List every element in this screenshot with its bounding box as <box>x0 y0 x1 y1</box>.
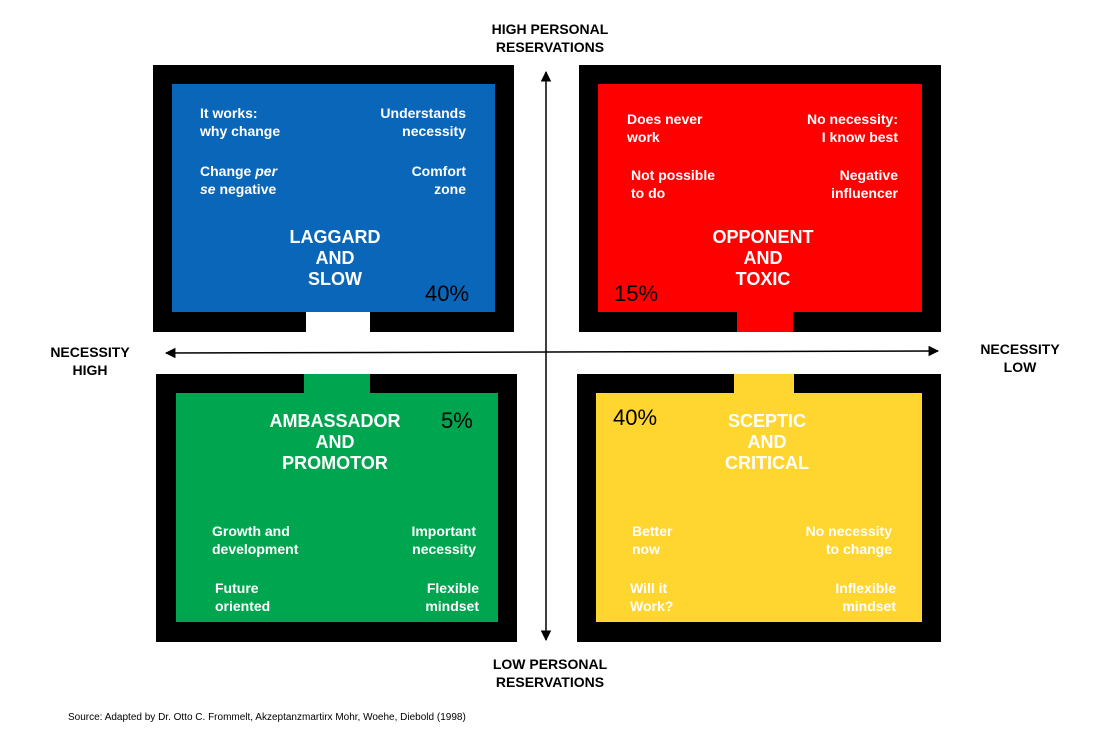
sceptic-item-3: Will it Work? <box>630 580 674 614</box>
sceptic-percent: 40% <box>613 405 658 430</box>
opponent-item-4: Negative influencer <box>831 167 898 201</box>
opponent-item-3: Not possible to do <box>631 167 716 201</box>
sceptic-item-2: No necessity to change <box>805 523 892 557</box>
ambassador-item-1: Growth and development <box>212 523 299 557</box>
horizontal-axis <box>164 345 940 359</box>
sceptic-item-4: Inflexible mindset <box>835 580 896 614</box>
opponent-title: OPPONENT AND TOXIC <box>712 227 814 289</box>
laggard-percent: 40% <box>425 281 470 306</box>
ambassador-item-2: Important necessity <box>411 523 476 557</box>
opponent-item-1: Does never work <box>627 111 703 145</box>
ambassador-percent: 5% <box>441 408 473 433</box>
sceptic-item-1: Better now <box>632 523 673 557</box>
laggard-title: LAGGARD AND SLOW <box>289 227 381 289</box>
source-note: Source: Adapted by Dr. Otto C. Frommelt,… <box>68 712 466 723</box>
axis-label-left: NECESSITY HIGH <box>50 344 130 378</box>
laggard-item-4: Comfort zone <box>411 163 466 197</box>
opponent-item-2: No necessity: I know best <box>806 111 898 145</box>
ambassador-item-3: Future oriented <box>215 580 271 614</box>
ambassador-title: AMBASSADOR AND PROMOTOR <box>269 411 401 473</box>
axis-label-right: NECESSITY LOW <box>980 341 1060 375</box>
axis-label-bottom: LOW PERSONAL RESERVATIONS <box>492 656 608 690</box>
opponent-percent: 15% <box>614 281 659 306</box>
sceptic-title: SCEPTIC AND CRITICAL <box>725 411 809 473</box>
axis-label-top: HIGH PERSONAL RESERVATIONS <box>491 21 609 55</box>
laggard-item-2: Understands necessity <box>380 105 466 139</box>
ambassador-item-4: Flexible mindset <box>425 580 479 614</box>
laggard-item-1: It works: why change <box>200 105 281 139</box>
